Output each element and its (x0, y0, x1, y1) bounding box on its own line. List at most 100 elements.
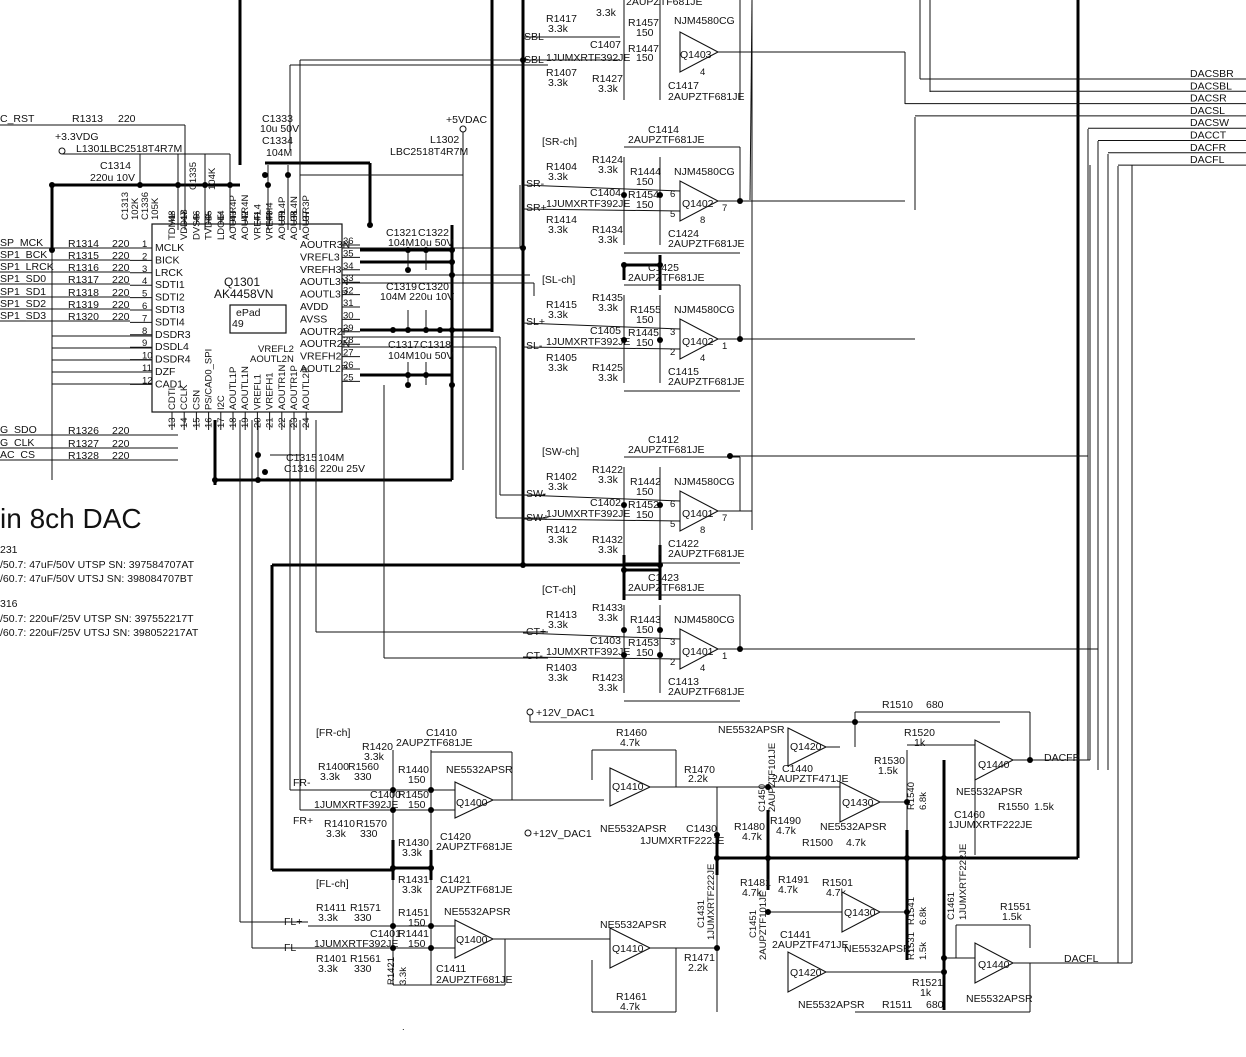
pin-name: AOUTL3N (300, 276, 348, 288)
pin-number: 23 (289, 417, 300, 428)
resistor-val: 1k (920, 987, 932, 999)
pin-name: MCLK (155, 242, 184, 254)
cap-ref: C1413 (668, 676, 699, 688)
schematic-title: in 8ch DAC (0, 503, 142, 534)
resistor-ref: R1491 (778, 874, 809, 886)
cap-val: 1JUMXRTF392JE (546, 198, 630, 210)
wire (522, 656, 681, 660)
cap-ref: C1421 (440, 874, 471, 886)
cap-val: 2AUPZTF681JE (628, 272, 704, 284)
pin-number: 4 (700, 663, 705, 674)
net-label: FR- (293, 777, 311, 789)
pin-number: 13 (167, 417, 178, 428)
junction-dot (714, 855, 720, 861)
resistor-ref: R1541 (906, 897, 917, 925)
junction-dot (367, 222, 373, 228)
junction-dot (520, 245, 526, 251)
channel-label: [SR-ch] (542, 136, 577, 148)
net-label: G_SDO (0, 424, 37, 436)
junction-dot (428, 787, 434, 793)
resistor-val: 220 (112, 438, 130, 450)
opamp-ref: Q1440 (978, 959, 1010, 971)
resistor-val: 4.7k (742, 887, 763, 899)
net-label: C_RST (0, 113, 35, 125)
resistor-val: 3.3k (402, 884, 423, 896)
cap-ref: C1425 (648, 262, 679, 274)
pin-number: 18 (228, 417, 239, 428)
pin-name: I2C (216, 395, 227, 410)
junction-dot (137, 182, 143, 188)
pin-number: 15 (191, 417, 202, 428)
net-label: FL- (284, 942, 300, 954)
pin-number: 31 (343, 298, 354, 309)
channel-label: [CT-ch] (542, 584, 576, 596)
resistor-ref: R1433 (592, 602, 623, 614)
resistor-val: 4.7k (826, 887, 847, 899)
pin-name: AVSS (300, 313, 327, 325)
pin-number: 45 (204, 210, 215, 221)
cap-val: 2AUPZTF471JE (772, 939, 848, 951)
pin-name: AOUTL3P (300, 289, 348, 301)
resistor-val: 3.3k (598, 612, 619, 624)
resistor-ref: R1521 (912, 977, 943, 989)
resistor-val: 1.5k (918, 942, 929, 960)
resistor-ref: R1403 (546, 662, 577, 674)
bus-label: DACFL (1190, 154, 1225, 166)
resistor-val: 4.7k (742, 831, 763, 843)
resistor-ref: R1453 (628, 637, 659, 649)
junction-dot (390, 923, 396, 929)
junction-dot (423, 372, 429, 378)
resistor-ref: R1450 (398, 789, 429, 801)
channel-label: [SL-ch] (542, 274, 575, 286)
pin-number: 30 (343, 310, 354, 321)
junction-dot (449, 247, 455, 253)
title-note: 316 (0, 598, 18, 610)
pin-number: 17 (216, 417, 227, 428)
resistor-ref: R1470 (684, 764, 715, 776)
pin-name: AOUTL1P (228, 367, 239, 410)
opamp-part: NJM4580CG (674, 476, 735, 488)
resistor-ref: R1405 (546, 352, 577, 364)
cap-val: 2AUPZTF681JE (436, 841, 512, 853)
net-label: SP1_LRCK (0, 261, 54, 273)
resistor-ref: R1571 (350, 902, 381, 914)
junction-dot (657, 627, 663, 633)
junction-dot (621, 502, 627, 508)
pin-number: 2 (670, 347, 675, 358)
pin-number: 42 (240, 210, 251, 221)
pin-name: AOUTL2P (300, 363, 348, 375)
junction-dot (262, 172, 268, 178)
resistor-val: 3.3k (598, 234, 619, 246)
resistor-val: 3.3k (548, 224, 569, 236)
cap-val: 2AUPZTF681JE (668, 376, 744, 388)
cap-val: 2AUPZTF681JE (628, 444, 704, 456)
junction-dot (449, 327, 455, 333)
resistor-val: 4.7k (620, 1001, 641, 1013)
resistor-ref: R1427 (592, 73, 623, 85)
junction-dot (737, 336, 743, 342)
resistor-val: 680 (926, 999, 944, 1011)
pin-name: SDTI3 (155, 304, 185, 316)
resistor-val: 150 (408, 938, 426, 950)
opamp-ref: Q1410 (612, 781, 644, 793)
opamp-ref: Q1420 (790, 967, 822, 979)
cap-val: 1JUMXRTF222JE (706, 864, 717, 940)
pin-name: VREFH1 (265, 373, 276, 410)
pin-number: 33 (343, 273, 354, 284)
cap-val: 104M 220u 10V (380, 291, 454, 303)
junction-dot (765, 784, 771, 790)
resistor-val: 220 (112, 450, 130, 462)
opamp-part: NE5532APSR (820, 821, 887, 833)
pin-number: 26 (343, 360, 354, 371)
junction-dot (904, 799, 910, 805)
junction-dot (262, 469, 268, 475)
resistor-ref: R1404 (546, 161, 577, 173)
net-label: SR+ (526, 202, 547, 214)
pin-number: 4 (700, 353, 705, 364)
junction-dot (657, 502, 663, 508)
cap-val: 2AUPZTF101JE (767, 743, 778, 812)
pin-name: AVDD (300, 301, 329, 313)
cap-ref: C1441 (780, 929, 811, 941)
resistor-ref: R1413 (546, 609, 577, 621)
